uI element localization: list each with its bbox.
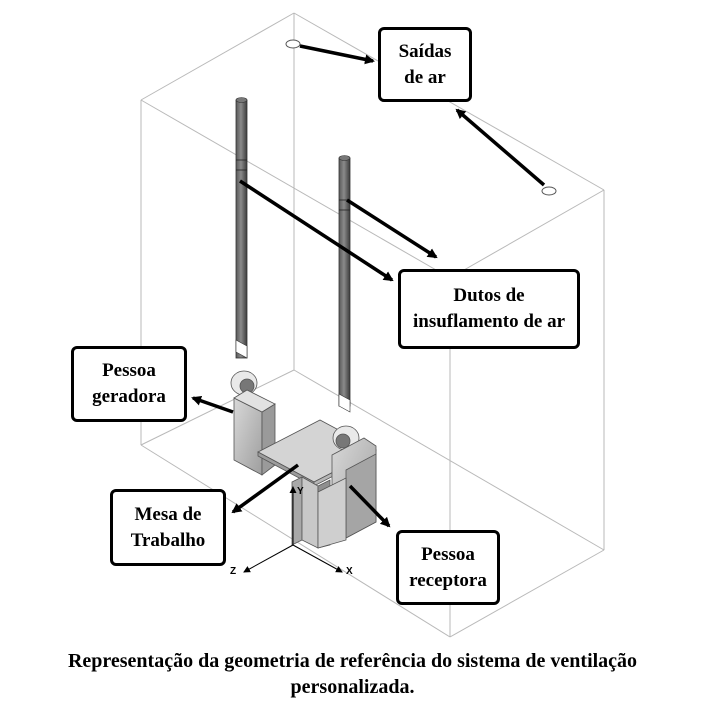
arrow-work-table xyxy=(231,463,300,514)
room-box xyxy=(140,12,605,638)
axis-label-z: Z xyxy=(230,566,237,577)
supply-duct-left xyxy=(235,97,248,359)
arrow-duct-right xyxy=(346,198,438,259)
label-work-table: Mesa de Trabalho xyxy=(110,489,226,566)
label-air-outlets: Saídas de ar xyxy=(378,27,472,102)
air-outlet-right xyxy=(541,186,557,196)
arrow-from-outlet-right xyxy=(455,108,546,187)
arrow-duct-left xyxy=(239,179,394,282)
caption-line-1: Representação da geometria de referência… xyxy=(67,650,638,672)
pointer-arrows xyxy=(191,44,546,528)
coordinate-axes xyxy=(243,486,343,573)
axis-label-x: X xyxy=(346,566,353,577)
label-supply-ducts: Dutos de insuflamento de ar xyxy=(398,269,580,349)
supply-duct-right xyxy=(338,155,351,413)
figure-caption: Representação da geometria de referência… xyxy=(0,648,705,700)
geometry-diagram xyxy=(140,12,605,638)
arrow-receiving-person xyxy=(348,484,391,528)
label-generating-person: Pessoa geradora xyxy=(71,346,187,422)
arrow-generating-person xyxy=(191,395,234,414)
arrow-to-outlet-left xyxy=(299,44,375,65)
air-outlet-left xyxy=(285,39,301,49)
label-receiving-person: Pessoa receptora xyxy=(396,530,500,605)
axis-label-y: Y xyxy=(297,486,304,497)
caption-line-2: personalizada. xyxy=(290,676,415,698)
